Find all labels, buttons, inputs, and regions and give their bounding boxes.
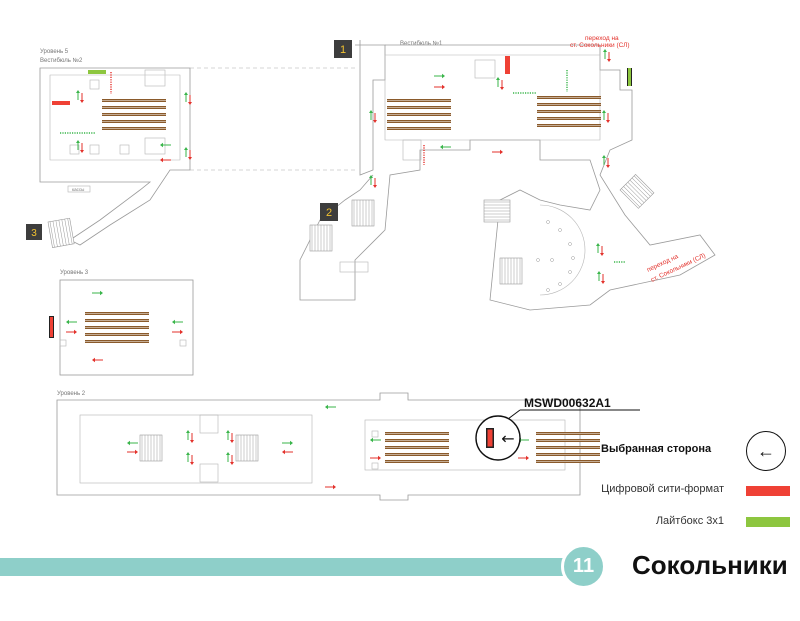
legend-lightbox-swatch	[746, 517, 790, 527]
legend-selected-side-glyph: ←	[757, 440, 775, 461]
svg-text:1: 1	[340, 44, 346, 56]
digital-panel-vestibule-1	[505, 56, 510, 74]
lightbox-panel-vestibule-2	[88, 70, 106, 74]
metro-line-bar	[0, 558, 568, 576]
vestibule-2-label: Вестибюль №2	[40, 57, 83, 64]
legend-lightbox-label: Лайтбокс 3x1	[655, 515, 724, 527]
level-3-area: Уровень 3	[49, 270, 194, 376]
legend-selected-side-label: Выбранная сторона	[601, 443, 712, 455]
legend-digital-swatch	[746, 486, 790, 496]
level-3-label: Уровень 3	[60, 270, 89, 276]
svg-text:2: 2	[326, 207, 332, 219]
selected-panel-code: MSWD00632A1	[524, 396, 611, 410]
arrow-left-icon: ←	[746, 431, 786, 471]
exit-marker-1: 1	[334, 40, 352, 58]
transfer-top-line-2: ст. Сокольники (СЛ)	[570, 42, 630, 49]
svg-text:3: 3	[31, 228, 37, 239]
vestibule-2-area: Уровень 5 Вестибюль №2 кассы	[39, 49, 193, 248]
transfer-top-line-1: переход на	[585, 35, 619, 42]
level-2-label: Уровень 2	[57, 391, 86, 397]
line-number-badge: 11	[561, 544, 606, 589]
cash-label: кассы	[72, 187, 84, 192]
digital-panel-vestibule-2	[52, 101, 70, 105]
level-2-area: Уровень 2	[56, 391, 601, 501]
station-name: Сокольники	[632, 550, 788, 580]
vestibule-1-area: Вестибюль №1 переход на ст. Сокольники (…	[299, 35, 716, 311]
selected-panel-callout[interactable]: MSWD00632A1 ←	[475, 396, 640, 461]
exit-marker-3: 3	[26, 224, 42, 240]
level-5-label: Уровень 5	[40, 49, 69, 55]
selected-panel-arrow-icon: ←	[501, 429, 514, 448]
line-number: 11	[572, 555, 595, 577]
vestibule-1-label: Вестибюль №1	[400, 40, 443, 47]
station-plan: Уровень 5 Вестибюль №2 кассы Вестибюль №…	[26, 35, 716, 501]
legend-digital-label: Цифровой сити-формат	[601, 483, 724, 495]
exit-marker-2: 2	[320, 203, 338, 221]
